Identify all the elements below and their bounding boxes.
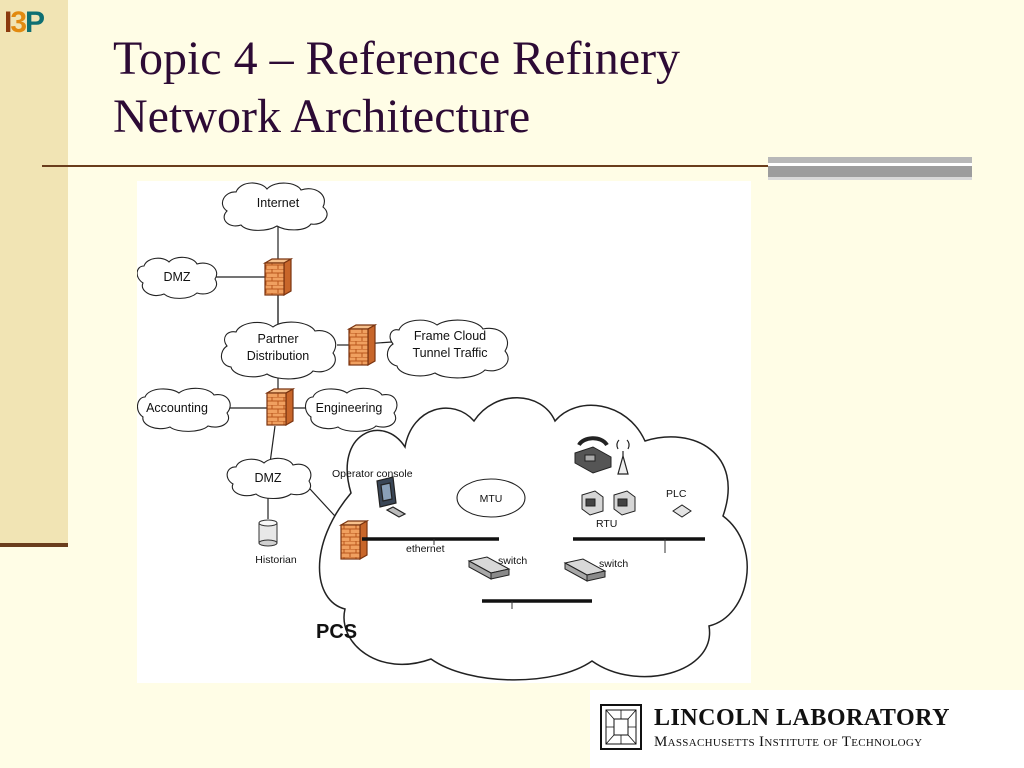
- frame-cloud: [386, 319, 509, 379]
- network-diagram: Internet DMZ Partner Distribution Frame …: [137, 181, 751, 683]
- logo-letter-3: P: [25, 6, 45, 39]
- engineering-cloud: [305, 387, 398, 432]
- switch-icons: [467, 556, 607, 582]
- ethernet-label: ethernet: [406, 543, 445, 555]
- accounting-cloud: [137, 387, 231, 432]
- network-diagram-svg: Internet DMZ Partner Distribution Frame …: [137, 182, 748, 681]
- plc-label: PLC: [666, 488, 687, 500]
- engineering-label: Engineering: [316, 401, 383, 415]
- lincoln-lab-name: LINCOLN LABORATORY: [654, 705, 950, 731]
- side-bar: [0, 0, 68, 546]
- radio-antenna-icon: [616, 439, 630, 475]
- frame-cloud-label-2: Tunnel Traffic: [412, 346, 487, 360]
- pcs-label: PCS: [316, 621, 357, 643]
- side-bar-rule: [0, 543, 68, 547]
- mit-name: Massachusetts Institute of Technology: [654, 734, 923, 750]
- i3p-logo: I3P: [4, 6, 45, 40]
- switch-label-2: switch: [599, 558, 628, 570]
- telephone-icon: [574, 436, 612, 474]
- rtu-icons: [581, 490, 636, 516]
- dmz-top-label: DMZ: [163, 270, 190, 284]
- firewall-icon-3: [264, 387, 296, 427]
- rtu-device-icon-2: [613, 490, 636, 516]
- title-line-1: Topic 4 – Reference Refinery: [113, 32, 681, 85]
- title-rule-accent: [768, 157, 972, 180]
- operator-console-icon: [376, 476, 407, 518]
- logo-letter-1: I: [4, 6, 12, 39]
- accounting-label: Accounting: [146, 401, 208, 415]
- switch-label-1: switch: [498, 555, 527, 567]
- internet-label: Internet: [257, 196, 300, 210]
- dmz-top-cloud: [137, 256, 218, 299]
- lincoln-lab-footer: LINCOLN LABORATORY Massachusetts Institu…: [590, 690, 1024, 768]
- mtu-node: [456, 478, 526, 518]
- firewall-icon-1: [262, 257, 294, 297]
- network-buses: [362, 537, 705, 603]
- historian-label: Historian: [255, 554, 297, 566]
- logo-letter-2: 3: [10, 6, 27, 39]
- partner-distribution-cloud: [220, 321, 337, 380]
- switch-icon-2: [563, 558, 607, 582]
- switch-icon-1: [467, 556, 511, 580]
- operator-console-label: Operator console: [332, 468, 413, 480]
- firewall-icon-2: [346, 323, 378, 367]
- lincoln-lab-seal-icon: [600, 704, 642, 750]
- title-line-2: Network Architecture: [113, 90, 531, 143]
- historian-database-icon: [258, 519, 278, 547]
- mtu-label: MTU: [480, 493, 503, 505]
- dmz-bottom-label: DMZ: [254, 471, 281, 485]
- rtu-device-icon-1: [581, 490, 604, 516]
- frame-cloud-label-1: Frame Cloud: [414, 329, 486, 343]
- rtu-label: RTU: [596, 518, 617, 530]
- partner-label-1: Partner: [258, 332, 299, 346]
- title-rule: [42, 165, 972, 167]
- plc-device-icon: [672, 504, 692, 518]
- firewall-icons: [262, 257, 378, 561]
- pcs-cloud: [318, 397, 748, 681]
- internet-cloud: [222, 182, 328, 231]
- partner-label-2: Distribution: [247, 349, 310, 363]
- dmz-bottom-cloud: [226, 457, 312, 500]
